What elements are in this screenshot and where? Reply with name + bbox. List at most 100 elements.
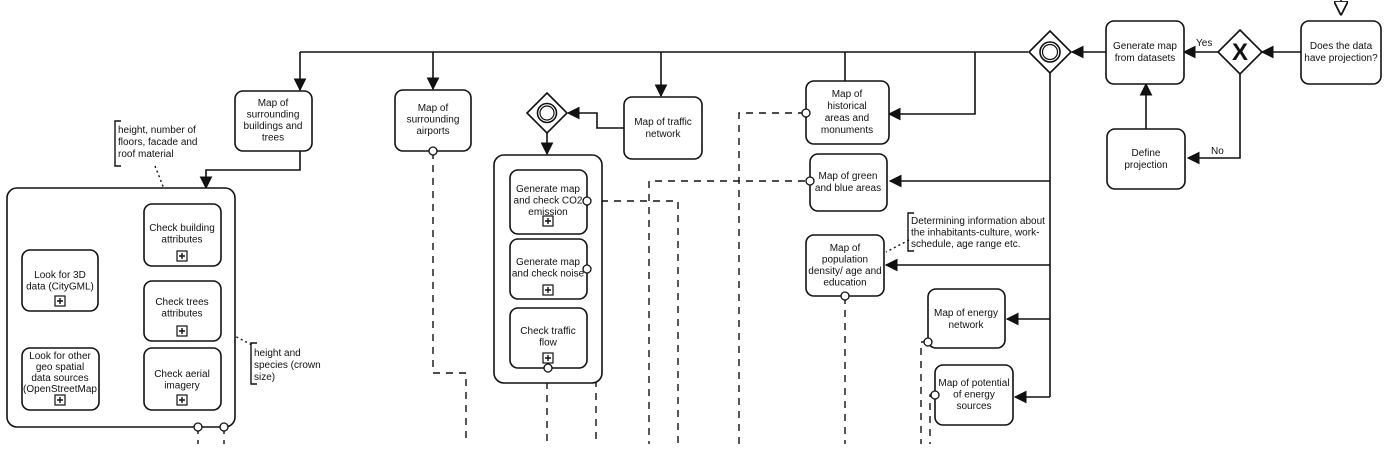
text-line: height and (254, 348, 301, 359)
text-line: network (948, 320, 984, 331)
subprocess-plus-icon (54, 295, 66, 307)
text-line: species (crown (254, 360, 321, 371)
text-line: Generate map (516, 257, 580, 268)
text-line: density/ age and (808, 266, 881, 277)
text-line: geo spatial (36, 362, 84, 373)
text-line: Map of (418, 103, 449, 114)
text-line: height, number of (118, 125, 196, 136)
text-line: of energy (953, 390, 995, 401)
text-line: surrounding (247, 110, 300, 121)
text-line: schedule, age range etc. (911, 239, 1021, 250)
text-line: Determining information about (911, 216, 1045, 227)
text-line: have projection? (1304, 53, 1378, 64)
text-line: and check CO2 (514, 196, 583, 207)
subprocess-plus-icon (54, 394, 66, 406)
subprocess-plus-icon (542, 215, 554, 227)
subprocess-plus-icon (176, 325, 188, 337)
text-line: airports (416, 126, 449, 137)
text-line: Check trees (155, 297, 208, 308)
text-line: population (822, 255, 868, 266)
text-line: monuments (821, 125, 873, 136)
text-line: data (CityGML) (26, 282, 94, 293)
text-line: the inhabitants-culture, work- (911, 228, 1039, 239)
text-line: education (823, 278, 866, 289)
text-line: historical (827, 101, 866, 112)
sequence-flows (98, 0, 1341, 404)
text-line: Generate map (516, 184, 580, 195)
yes-label: Yes (1196, 38, 1212, 49)
exclusive-gateway[interactable]: X (1216, 28, 1264, 76)
flow-traffic-to-gateway (566, 106, 624, 129)
text-line: Look for other (29, 351, 91, 362)
flow-no (1186, 74, 1241, 165)
event-based-gateway-icon[interactable] (1027, 29, 1073, 75)
text-line: and check noise (512, 269, 585, 280)
text-line: size) (254, 372, 275, 383)
text-line: data sources (31, 373, 88, 384)
subprocess-plus-icon (542, 284, 554, 296)
subprocess-plus-icon (176, 394, 188, 406)
text-line: Map of traffic (634, 117, 692, 128)
flow-to-historical-map (887, 52, 976, 121)
subprocess-plus-icon (542, 352, 554, 364)
text-line: surrounding (407, 115, 460, 126)
gateway-x-symbol: X (1232, 39, 1248, 66)
no-label: No (1211, 146, 1224, 157)
traffic-event-gateway-icon[interactable] (525, 91, 569, 135)
text-line: attributes (161, 235, 202, 246)
text-line: attributes (161, 309, 202, 320)
text-line: Check traffic (520, 326, 575, 337)
text-line: Map of (258, 98, 289, 109)
text-line: Map of (830, 243, 861, 254)
text-line: projection (1124, 160, 1167, 171)
subprocess-plus-icons (54, 215, 554, 406)
subprocess-plus-icon (176, 250, 188, 262)
text-line: from datasets (1115, 53, 1176, 64)
text-line: sources (956, 401, 991, 412)
text-line: buildings and (244, 121, 303, 132)
text-line: Map of potential (938, 378, 1009, 389)
boundary-events (193, 108, 940, 432)
